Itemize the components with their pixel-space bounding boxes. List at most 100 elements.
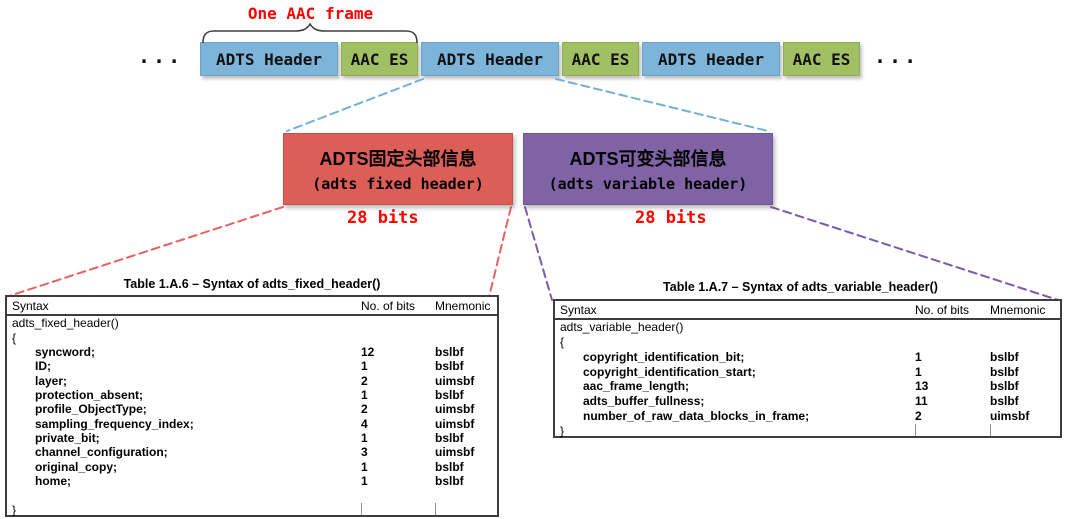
syntax-cell: sampling_frequency_index;: [35, 416, 194, 431]
syntax-cell: ID;: [35, 359, 51, 374]
bits-cell: 2: [915, 408, 922, 423]
fixed-header-title-en: (adts fixed header): [312, 175, 484, 193]
bits-cell: 12: [361, 344, 375, 359]
mnemonic-cell: bslbf: [435, 430, 464, 445]
bits-cell: 1: [915, 364, 922, 379]
bits-cell: 1: [361, 430, 368, 445]
variable-header-title-cn: ADTS可变头部信息: [569, 149, 727, 169]
bits-cell: 1: [361, 459, 368, 474]
connector-adts-to-variable: [555, 78, 769, 132]
table-header-row: Syntax No. of bits Mnemonic: [555, 301, 1060, 320]
table-row: ID; 1 bslbf: [7, 359, 497, 373]
table-row: copyright_identification_start; 1 bslbf: [555, 364, 1060, 379]
table-row: }: [7, 502, 497, 517]
fixed-header-title-cn: ADTS固定头部信息: [319, 149, 477, 169]
table-row: sampling_frequency_index; 4 uimsbf: [7, 416, 497, 431]
syntax-cell: copyright_identification_bit;: [583, 349, 745, 364]
bits-cell: 1: [915, 349, 922, 364]
syntax-cell: private_bit;: [35, 430, 100, 445]
column-header: No. of bits: [915, 302, 970, 317]
mnemonic-cell: bslbf: [435, 459, 464, 474]
table-row: syncword; 12 bslbf: [7, 345, 497, 359]
bits-cell: 2: [361, 402, 368, 417]
table-row: {: [555, 335, 1060, 350]
table-row: profile_ObjectType; 2 uimsbf: [7, 402, 497, 416]
bits-cell: 3: [361, 445, 368, 460]
bits-cell: 11: [915, 394, 928, 409]
mnemonic-cell: uimsbf: [435, 373, 475, 388]
syntax-cell: adts_fixed_header(): [12, 316, 119, 331]
column-divider-tick: [990, 424, 991, 436]
syntax-cell: home;: [35, 473, 71, 488]
syntax-cell: original_copy;: [35, 459, 118, 474]
table-row: original_copy; 1 bslbf: [7, 459, 497, 474]
adts-variable-header-box: ADTS可变头部信息 (adts variable header): [523, 133, 773, 205]
mnemonic-cell: bslbf: [435, 359, 464, 374]
mnemonic-cell: uimsbf: [435, 402, 475, 417]
one-aac-frame-brace: [202, 22, 418, 44]
column-header: Syntax: [12, 298, 49, 313]
adts-header-segment: ADTS Header: [200, 42, 338, 76]
adts-fixed-header-box: ADTS固定头部信息 (adts fixed header): [283, 133, 513, 205]
stream-ellipsis-right: ...: [874, 44, 920, 68]
variable-header-title-en: (adts variable header): [548, 175, 748, 193]
bits-cell: 13: [915, 379, 929, 394]
table-row: }: [555, 423, 1060, 438]
table-row: number_of_raw_data_blocks_in_frame; 2 uims…: [555, 409, 1060, 424]
syntax-cell: channel_configuration;: [35, 445, 168, 460]
column-divider-tick: [915, 424, 916, 436]
mnemonic-cell: uimsbf: [435, 445, 475, 460]
syntax-cell: aac_frame_length;: [583, 379, 690, 394]
mnemonic-cell: bslbf: [435, 344, 464, 359]
variable-header-table-title: Table 1.A.7 – Syntax of adts_variable_he…: [663, 280, 938, 294]
syntax-cell: {: [560, 335, 565, 350]
syntax-cell: number_of_raw_data_blocks_in_frame;: [583, 408, 810, 423]
table-row: adts_fixed_header(): [7, 316, 497, 330]
table-row: {: [7, 330, 497, 345]
bits-cell: 2: [361, 373, 368, 388]
stream-ellipsis-left: ...: [138, 44, 184, 68]
table-row: copyright_identification_bit; 1 bslbf: [555, 350, 1060, 365]
mnemonic-cell: uimsbf: [990, 408, 1030, 423]
fixed-header-bits-label: 28 bits: [347, 208, 419, 228]
bits-cell: 4: [361, 416, 368, 431]
mnemonic-cell: bslbf: [990, 379, 1019, 394]
bits-cell: 1: [361, 359, 368, 374]
mnemonic-cell: uimsbf: [435, 416, 475, 431]
syntax-cell: adts_variable_header(): [560, 320, 684, 335]
syntax-cell: }: [12, 502, 17, 517]
table-row: [7, 488, 497, 502]
syntax-cell: profile_ObjectType;: [35, 402, 147, 417]
syntax-cell: }: [560, 423, 565, 438]
connector-adts-to-fixed: [286, 78, 424, 132]
mnemonic-cell: bslbf: [990, 394, 1019, 409]
column-header: No. of bits: [361, 298, 416, 313]
mnemonic-cell: bslbf: [990, 349, 1019, 364]
aac-es-segment: AAC ES: [783, 42, 860, 76]
table-row: aac_frame_length; 13 bslbf: [555, 379, 1060, 394]
mnemonic-cell: bslbf: [435, 473, 464, 488]
column-header: Syntax: [560, 302, 597, 317]
syntax-cell: copyright_identification_start;: [583, 364, 756, 379]
adts-header-segment: ADTS Header: [642, 42, 780, 76]
syntax-cell: syncword;: [35, 344, 96, 359]
table-row: private_bit; 1 bslbf: [7, 431, 497, 445]
mnemonic-cell: bslbf: [990, 364, 1019, 379]
syntax-cell: {: [12, 330, 17, 345]
column-divider-tick: [361, 503, 362, 515]
aac-es-segment: AAC ES: [562, 42, 639, 76]
fixed-header-table-title: Table 1.A.6 – Syntax of adts_fixed_heade…: [123, 277, 381, 291]
variable-header-syntax-table: Syntax No. of bits Mnemonic adts_variable_…: [553, 299, 1062, 438]
table-row: layer; 2 uimsbf: [7, 373, 497, 388]
aac-es-segment: AAC ES: [341, 42, 418, 76]
syntax-cell: layer;: [35, 373, 68, 388]
variable-header-bits-label: 28 bits: [635, 208, 707, 228]
column-header: Mnemonic: [990, 302, 1046, 317]
